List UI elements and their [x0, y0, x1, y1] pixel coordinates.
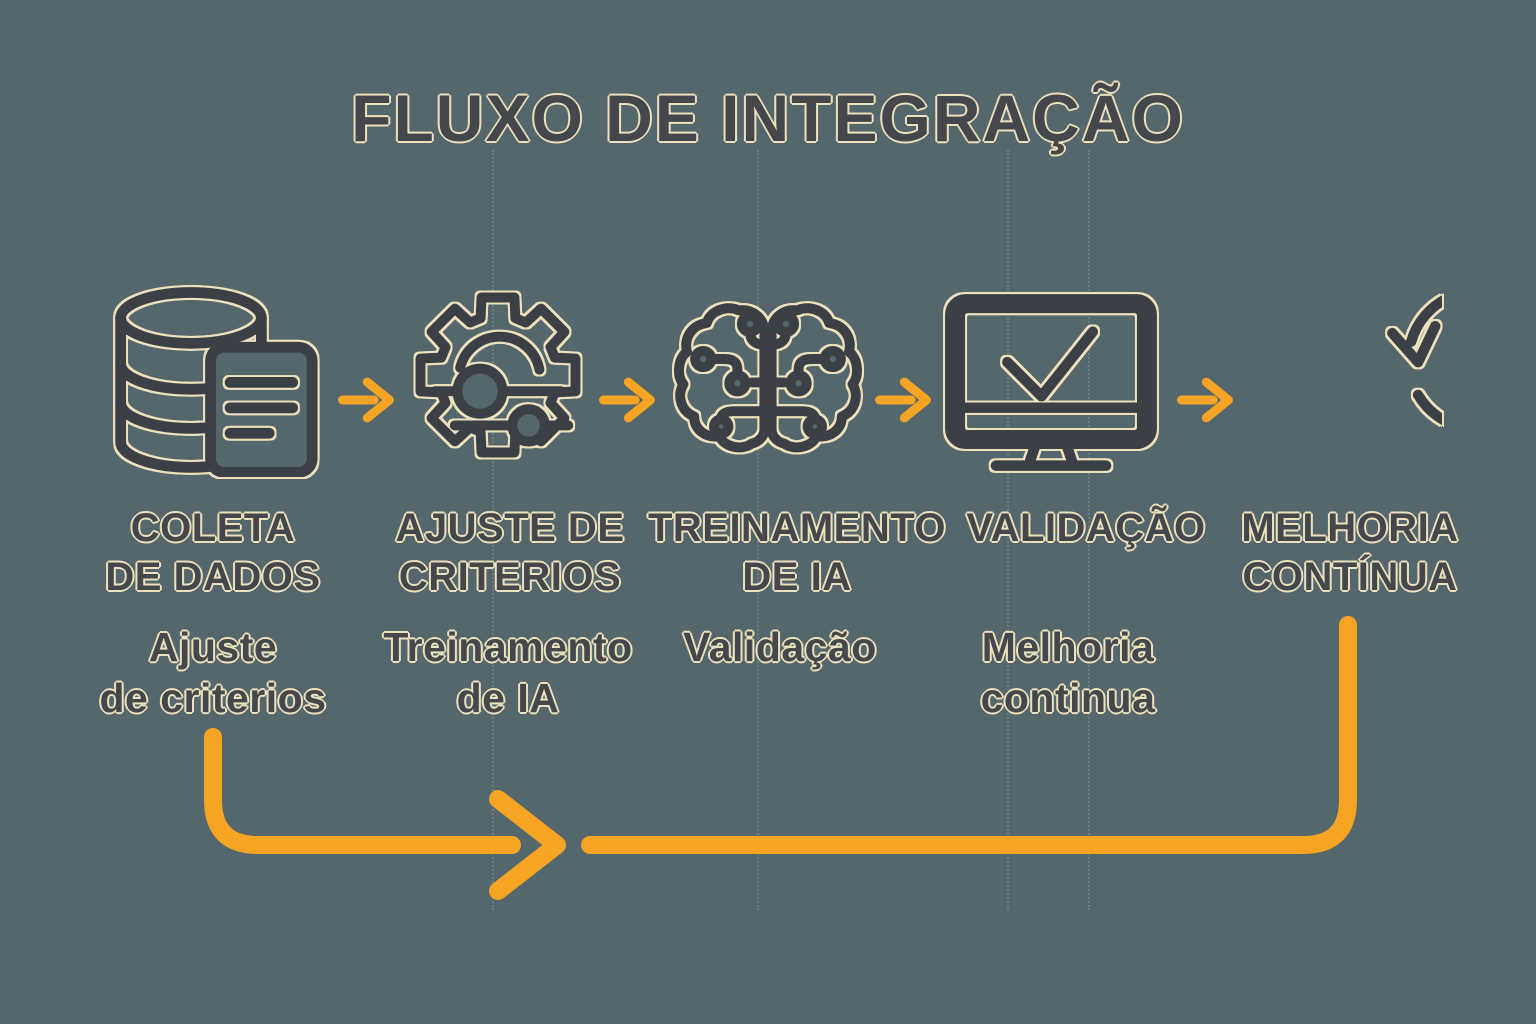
step-heading-line: CONTÍNUA [1242, 555, 1458, 599]
guide-dotted-line [757, 150, 759, 910]
step-subtitle-line: continua [980, 675, 1156, 721]
flow-arrow-icon [337, 371, 399, 429]
monitor-check-icon [937, 288, 1165, 478]
database-document-icon [105, 280, 320, 477]
step-heading-line: AJUSTE DE [395, 506, 625, 550]
step-heading: MELHORIA CONTÍNUA [1180, 504, 1520, 602]
flow-arrow-icon [1176, 371, 1238, 429]
step-subtitle-line: Ajuste [148, 624, 278, 670]
step-heading-line: MELHORIA [1241, 506, 1459, 550]
step-heading: COLETA DE DADOS [43, 504, 383, 602]
step-heading: VALIDAÇÃO [916, 504, 1256, 553]
flow-arrow-icon [874, 371, 936, 429]
refresh-icon [1260, 290, 1442, 462]
step-heading-line: CRITERIOS [398, 555, 622, 599]
gear-sliders-icon [408, 283, 588, 467]
step-heading-line: DE DADOS [105, 555, 321, 599]
step-subtitle-line: de criterios [99, 675, 327, 721]
step-heading-line: VALIDAÇÃO [966, 506, 1206, 550]
flow-arrow-icon [598, 371, 660, 429]
step-heading: AJUSTE DE CRITERIOS [340, 504, 680, 602]
guide-dotted-line [1088, 150, 1090, 910]
step-heading-line: DE IA [742, 555, 852, 599]
guide-dotted-line [492, 150, 494, 910]
page-title: FLUXO DE INTEGRAÇÃO [351, 81, 1185, 155]
step-subtitle-line: de IA [456, 675, 560, 721]
ai-brain-icon [668, 287, 868, 467]
step-subtitle-line: Melhoria [981, 624, 1155, 670]
step-subtitle: Melhoria continua [898, 622, 1238, 724]
step-subtitle: Ajuste de criterios [43, 622, 383, 724]
guide-dotted-line [1007, 150, 1009, 910]
step-heading-line: TREINAMENTO [647, 506, 947, 550]
step-heading-line: COLETA [130, 506, 296, 550]
step-heading: TREINAMENTO DE IA [627, 504, 967, 602]
